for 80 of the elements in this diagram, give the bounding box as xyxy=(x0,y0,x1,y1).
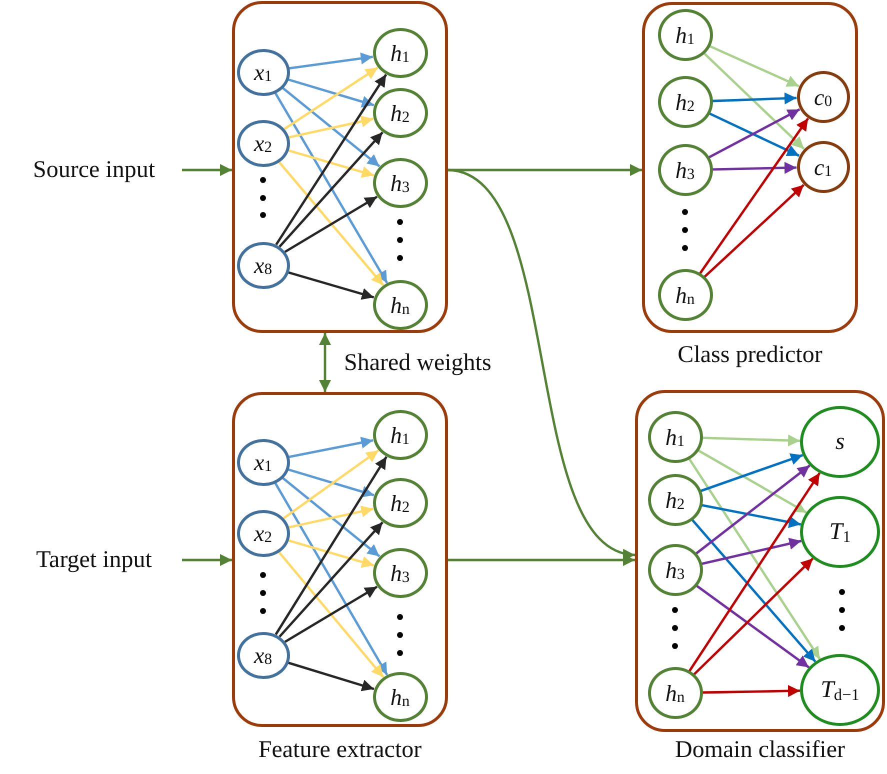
neuron-circle: x$_{8}$ xyxy=(236,242,290,288)
arrow xyxy=(704,184,805,278)
panel-caption: Domain classifier xyxy=(675,737,845,764)
arrow xyxy=(448,168,636,558)
arrow xyxy=(712,92,797,104)
arrow xyxy=(702,684,800,697)
panel-caption: Class predictor xyxy=(678,342,822,369)
neuron-circle: h$_{3}$ xyxy=(648,544,702,596)
neuron-circle: h$_{n}$ xyxy=(372,280,428,330)
arrow xyxy=(712,162,797,174)
arrow xyxy=(696,584,810,668)
arrow xyxy=(288,468,374,498)
arrow xyxy=(284,66,378,130)
neuron-circle: h$_{1}$ xyxy=(372,28,428,78)
arrow xyxy=(182,164,232,176)
neuron-circle: h$_{2}$ xyxy=(372,478,428,528)
neuron-circle: h$_{1}$ xyxy=(648,411,702,463)
arrow xyxy=(275,74,388,246)
arrow xyxy=(288,539,374,568)
arrow xyxy=(282,449,380,520)
neuron-circle: h$_{3}$ xyxy=(372,548,428,598)
arrow xyxy=(698,449,807,514)
input-label: Target input xyxy=(6,545,182,575)
arrow xyxy=(274,482,388,676)
neuron-circle: h$_{n}$ xyxy=(648,667,702,719)
neuron-circle: c$_{0}$ xyxy=(796,71,850,123)
arrow xyxy=(278,161,384,286)
neuron-circle: h$_{3}$ xyxy=(372,158,428,208)
neuron-circle: x$_{2}$ xyxy=(236,120,290,166)
neuron-circle: h$_{2}$ xyxy=(372,88,428,138)
neuron-circle: x$_{1}$ xyxy=(236,48,290,96)
arrow xyxy=(692,519,816,662)
arrow xyxy=(288,506,374,529)
panel-caption: Feature extractor xyxy=(258,737,422,764)
neuron-circle: c$_{1}$ xyxy=(796,141,850,193)
neuron-circle: x$_{8}$ xyxy=(236,632,290,678)
neuron-circle: h$_{n}$ xyxy=(372,672,428,722)
network-panel xyxy=(232,1,448,333)
neuron-circle: h$_{1}$ xyxy=(372,410,428,460)
arrow xyxy=(702,504,802,528)
arrow xyxy=(702,434,800,446)
arrow xyxy=(696,464,810,554)
neuron-circle: x$_{2}$ xyxy=(236,510,290,556)
neuron-circle: x$_{1}$ xyxy=(236,438,290,486)
arrow xyxy=(284,196,378,253)
arrow xyxy=(282,476,380,558)
arrow xyxy=(274,92,388,284)
arrow xyxy=(274,456,388,636)
arrow xyxy=(288,78,374,108)
arrow xyxy=(699,118,810,274)
neuron-circle: T$_{d−1}$ xyxy=(800,654,880,726)
arrow xyxy=(278,132,384,248)
arrow xyxy=(278,522,384,638)
neuron-circle: h$_{2}$ xyxy=(648,474,702,526)
arrow xyxy=(288,436,374,458)
network-panel xyxy=(635,390,885,732)
arrow xyxy=(288,116,374,139)
arrow xyxy=(182,554,232,566)
arrow xyxy=(278,551,384,678)
neuron-circle: h$_{2}$ xyxy=(658,76,712,128)
arrow xyxy=(282,86,380,168)
network-panel xyxy=(232,392,448,727)
arrow xyxy=(288,149,374,178)
network-panel xyxy=(642,2,858,333)
neuron-circle: s xyxy=(800,406,880,478)
neuron-circle: T$_{1}$ xyxy=(800,496,880,568)
arrow xyxy=(700,453,804,492)
arrow xyxy=(289,52,373,70)
arrow xyxy=(693,558,814,676)
arrow xyxy=(284,586,378,643)
arrow xyxy=(319,333,331,392)
arrow xyxy=(701,538,802,566)
arrow xyxy=(288,271,374,300)
input-label: Source input xyxy=(6,155,182,185)
neuron-circle: h$_{1}$ xyxy=(658,9,712,61)
neuron-circle: h$_{3}$ xyxy=(658,144,712,196)
neuron-circle: h$_{n}$ xyxy=(658,269,712,321)
arrow xyxy=(704,52,805,150)
arrow xyxy=(709,45,800,88)
arrow xyxy=(288,662,374,692)
